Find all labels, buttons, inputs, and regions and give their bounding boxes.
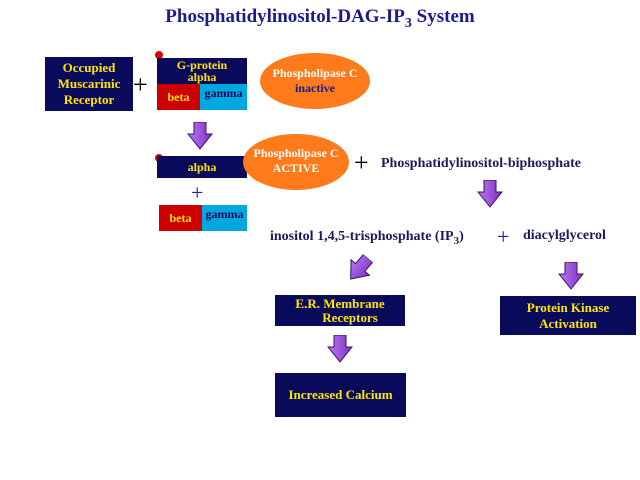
gprotein-beta-box: beta [157,84,200,110]
beta-subunit-box: beta [159,205,202,231]
gprotein-beta-label: beta [167,90,190,104]
gprotein-alpha-label: alpha [187,70,217,84]
receptor-line1: Occupied [62,60,116,75]
red-dot-marker [155,51,163,59]
down-arrow-icon [558,262,584,290]
er-membrane-receptors-box: E.R. Membrane Receptors [275,295,405,326]
ip3-label: inositol 1,4,5-trisphosphate (IP3) [270,229,464,247]
receptor-line3: Receptor [63,92,115,107]
increased-calcium-box: Increased Calcium [275,373,406,417]
plus-sign-2: + [354,148,369,177]
down-arrow-icon [340,250,378,288]
plc-inactive-state: inactive [295,81,335,95]
phospholipase-c-active-oval: Phospholipase C ACTIVE [243,134,349,190]
page-title: Phosphatidylinositol-DAG-IP3 System [165,6,475,31]
plc-inactive-label: Phospholipase C [272,66,358,80]
alpha-subunit-box: alpha [157,156,247,178]
gprotein-label: G-protein [176,58,228,72]
gprotein-alpha-box: G-protein alpha [157,58,247,84]
plus-sign-3: + [191,180,204,205]
protein-kinase-activation-box: Protein Kinase Activation [500,296,636,335]
alpha-subunit-label: alpha [187,160,217,174]
plus-sign-1: + [133,70,148,99]
plus-sign-4: + [497,224,510,249]
gprotein-gamma-label: gamma [204,86,243,100]
down-arrow-icon [327,335,353,363]
down-arrow-icon [477,180,503,208]
receptor-box: Occupied Muscarinic Receptor [45,57,133,111]
er-line1: E.R. Membrane [295,296,385,311]
phospholipase-c-inactive-oval: Phospholipase C inactive [260,53,370,109]
gamma-subunit-label: gamma [205,207,244,221]
calcium-label: Increased Calcium [288,387,393,402]
plc-active-label: Phospholipase C [253,146,339,160]
dag-label: diacylglycerol [523,228,606,243]
receptor-line2: Muscarinic [57,76,121,91]
gprotein-gamma-box: gamma [200,84,247,110]
pkc-line2: Activation [539,316,597,331]
plc-active-state: ACTIVE [272,161,320,175]
gamma-subunit-box: gamma [202,205,247,231]
beta-subunit-label: beta [169,211,192,225]
down-arrow-icon [187,122,213,150]
pip2-label: Phosphatidylinositol-biphosphate [381,156,581,171]
er-line2: Receptors [322,310,378,325]
pkc-line1: Protein Kinase [526,300,610,315]
